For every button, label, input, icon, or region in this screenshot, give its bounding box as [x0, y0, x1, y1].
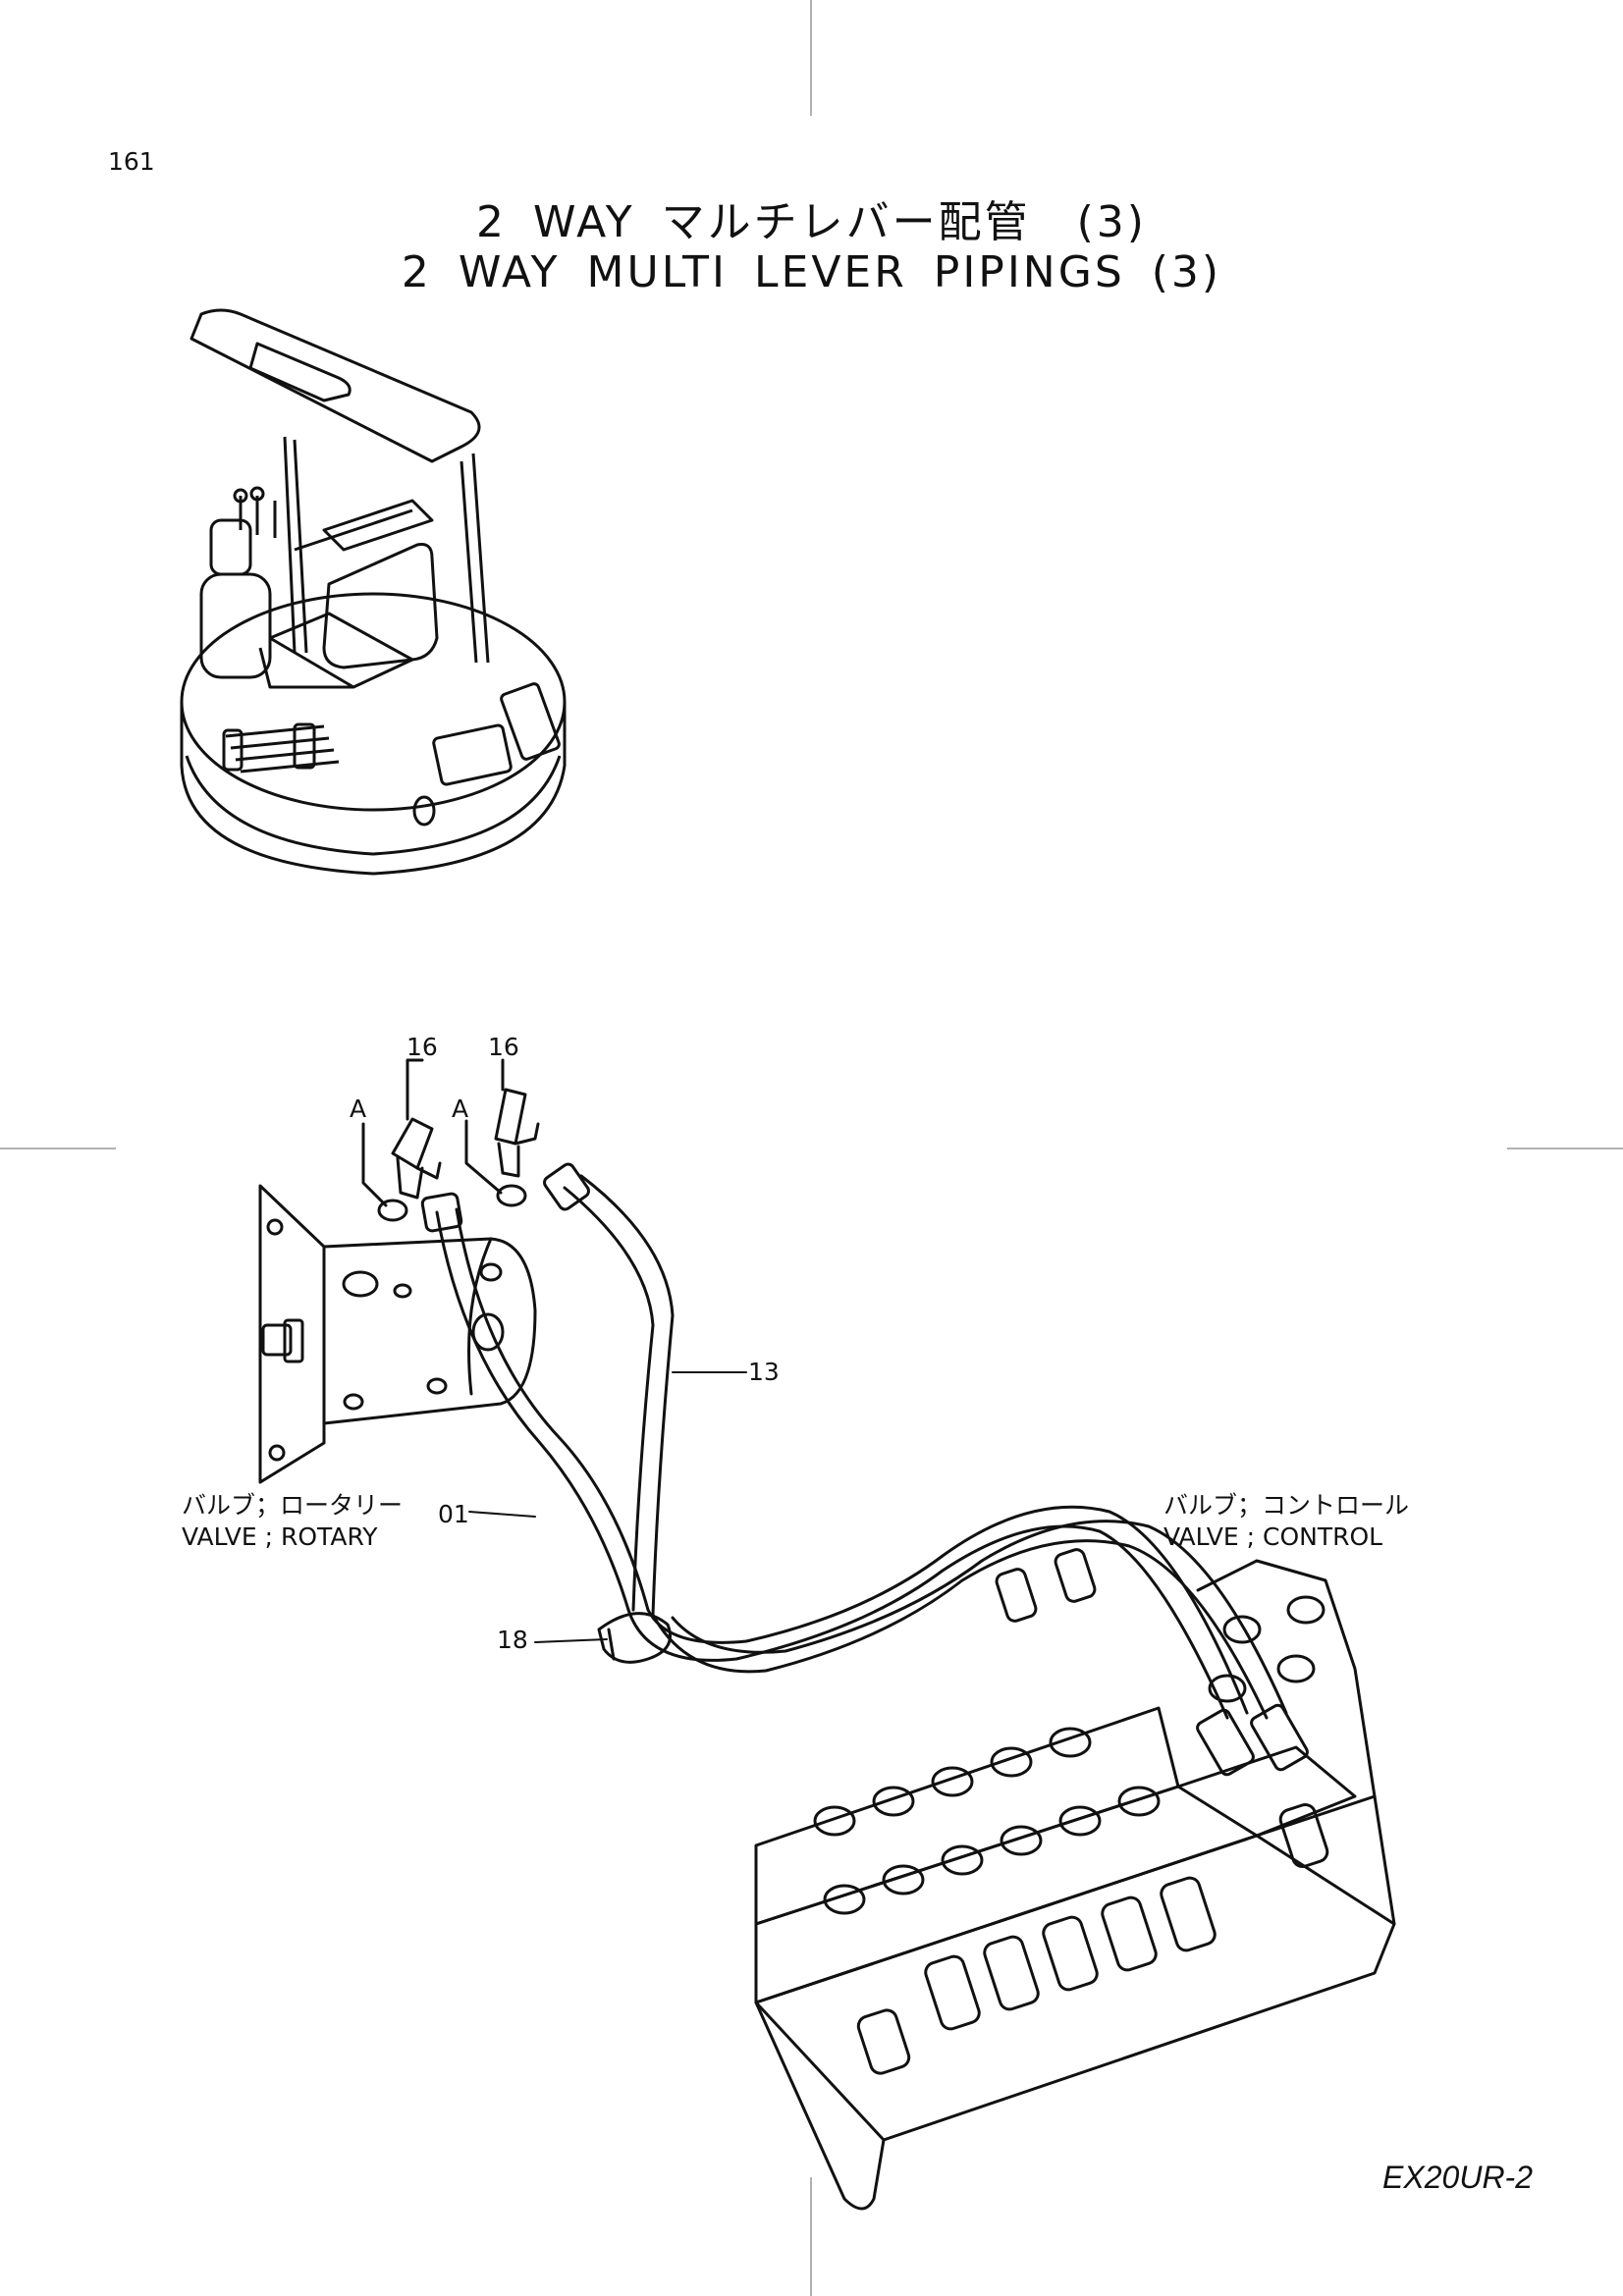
callout-part-16-right: 16 [488, 1033, 519, 1061]
control-valve-label-en: VALVE ; CONTROL [1163, 1522, 1383, 1551]
callout-part-13: 13 [748, 1358, 780, 1386]
model-code: EX20UR-2 [1382, 2160, 1533, 2195]
o-ring-right [496, 1184, 527, 1207]
page-number: 161 [108, 147, 155, 176]
elbow-fitting-right [494, 1088, 527, 1178]
control-valve-label-jp: バルブ；コントロール [1163, 1491, 1410, 1520]
control-valve-block [754, 1548, 1396, 2211]
o-ring-left [377, 1199, 408, 1222]
elbow-fitting-left [391, 1117, 434, 1200]
rotary-valve-body [322, 1237, 537, 1425]
title-japanese: 2 WAY マルチレバー配管 (3) [476, 197, 1147, 247]
callout-part-18: 18 [497, 1626, 528, 1654]
rotary-valve-label-jp: バルブ；ロータリー [182, 1491, 404, 1520]
callout-detail-a-right: A [452, 1095, 469, 1123]
hose-clamp [597, 1612, 672, 1664]
title-english: 2 WAY MULTI LEVER PIPINGS (3) [401, 247, 1222, 297]
rotary-valve-label-en: VALVE ; ROTARY [182, 1522, 378, 1551]
rotary-valve-flange [258, 1184, 326, 1484]
callout-part-16-left: 16 [406, 1033, 438, 1061]
callout-part-01: 01 [438, 1500, 469, 1528]
callout-detail-a-left: A [350, 1095, 367, 1123]
